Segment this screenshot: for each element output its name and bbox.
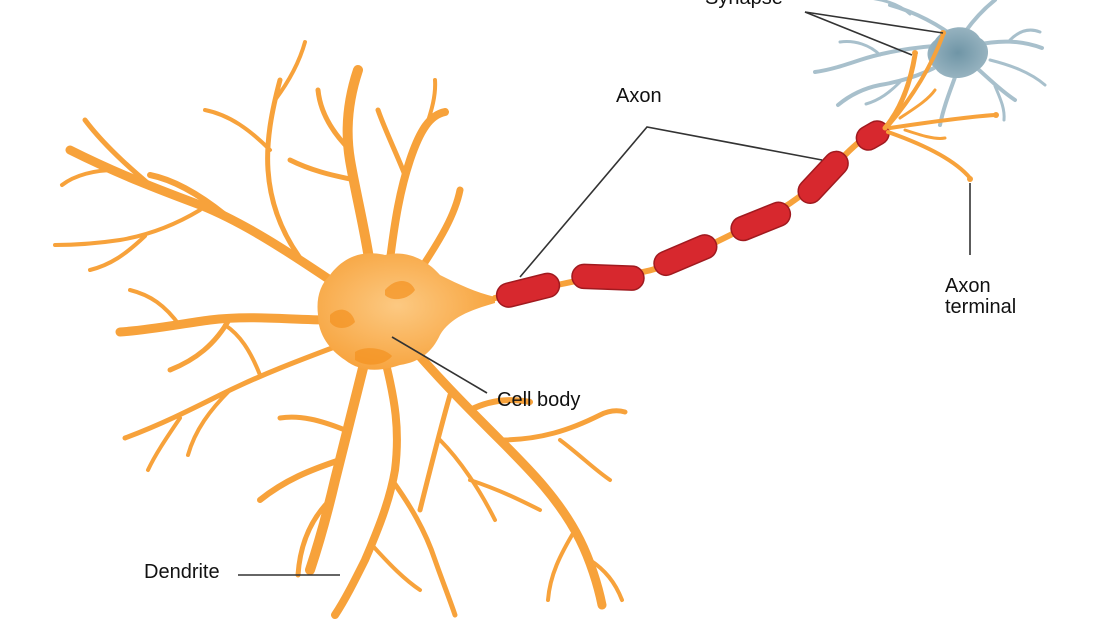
soma-highlight xyxy=(355,348,392,365)
myelin-sheath xyxy=(797,150,849,204)
neighbor-dendrite xyxy=(864,80,902,106)
axon xyxy=(492,120,890,308)
dendrite-branch xyxy=(203,108,272,152)
dendrite-branch xyxy=(405,340,607,610)
axon-terminal-label: Axon terminal xyxy=(945,275,1017,318)
terminal-branch xyxy=(903,128,947,140)
dendrite-branch xyxy=(386,108,449,264)
axon-fiber xyxy=(492,125,883,301)
synapse-leader xyxy=(804,11,913,56)
cell-body-label: Cell body xyxy=(497,389,581,411)
dendrite-branch xyxy=(287,157,358,183)
dendrite-branch xyxy=(558,438,612,482)
dendrite-branch xyxy=(257,457,343,503)
soma-highlight xyxy=(330,309,355,328)
dendrite-branch xyxy=(295,497,333,578)
myelin-sheath xyxy=(495,272,561,308)
cellbody-leader xyxy=(391,336,488,394)
dendrite-label: Dendrite xyxy=(144,561,220,583)
myelin-sheaths xyxy=(495,120,890,308)
neighbor-dendrite xyxy=(988,58,1047,87)
neighbor-dendrite xyxy=(993,84,1006,122)
leader-lines xyxy=(238,11,971,576)
terminal-branch xyxy=(888,113,997,130)
terminal-bouton xyxy=(993,112,999,118)
neighbor-dendrite xyxy=(873,0,912,16)
dendrite-branch xyxy=(375,107,408,178)
dendrite-branch xyxy=(315,87,353,153)
dendrite-branch xyxy=(115,313,335,337)
dendrite-branch xyxy=(416,186,464,274)
soma-highlight xyxy=(385,281,415,300)
dendrite-branch xyxy=(423,78,438,132)
synapse-label: Synapse xyxy=(705,0,783,9)
dendrite-branch xyxy=(277,414,348,433)
dendrite-branch xyxy=(305,355,370,575)
terminal-branch xyxy=(898,88,937,120)
dendrite-branch xyxy=(82,117,153,188)
cell-body xyxy=(317,253,495,370)
dendrite-branch xyxy=(88,234,147,272)
dendrite-branch xyxy=(546,528,577,602)
dendrite-branch xyxy=(53,208,202,247)
terminal-bouton xyxy=(912,50,918,56)
myelin-sheath xyxy=(730,201,792,242)
dendrites xyxy=(53,40,628,619)
terminal-bouton xyxy=(967,176,973,182)
neighbor-dendrite xyxy=(963,0,997,34)
axon-leader xyxy=(519,126,823,278)
dendrite-branch xyxy=(467,397,533,413)
dendrite-branch xyxy=(265,77,303,261)
dendrite-branch xyxy=(60,168,117,187)
synapse-leader xyxy=(804,11,944,34)
dendrite-branch xyxy=(468,478,542,512)
dendrite-branch xyxy=(147,172,228,218)
dendrite-branch xyxy=(370,543,422,592)
neighbor-dendrite xyxy=(838,40,882,57)
dendrite-branch xyxy=(331,356,401,619)
dendrite-branch xyxy=(146,416,182,472)
dendrite-branch xyxy=(223,323,262,377)
dendrite-branch xyxy=(128,288,182,328)
neighbor-dendrite xyxy=(1008,28,1042,42)
dendrite-branch xyxy=(389,477,458,618)
dendrite-branch xyxy=(417,392,453,513)
axon-terminals xyxy=(882,30,999,182)
dendrite-branch xyxy=(497,408,628,443)
dendrite-branch xyxy=(438,438,497,522)
dendrite-branch xyxy=(186,388,232,457)
terminal-branch xyxy=(886,130,972,180)
soma xyxy=(317,253,495,370)
axon-label: Axon xyxy=(616,85,662,107)
dendrite-branch xyxy=(273,40,307,102)
dendrite-branch xyxy=(122,342,343,441)
dendrite-branch xyxy=(588,558,624,602)
dendrite-branch xyxy=(342,65,375,270)
myelin-sheath xyxy=(653,234,718,277)
myelin-sheath xyxy=(571,263,645,291)
terminal-branch xyxy=(886,33,945,128)
